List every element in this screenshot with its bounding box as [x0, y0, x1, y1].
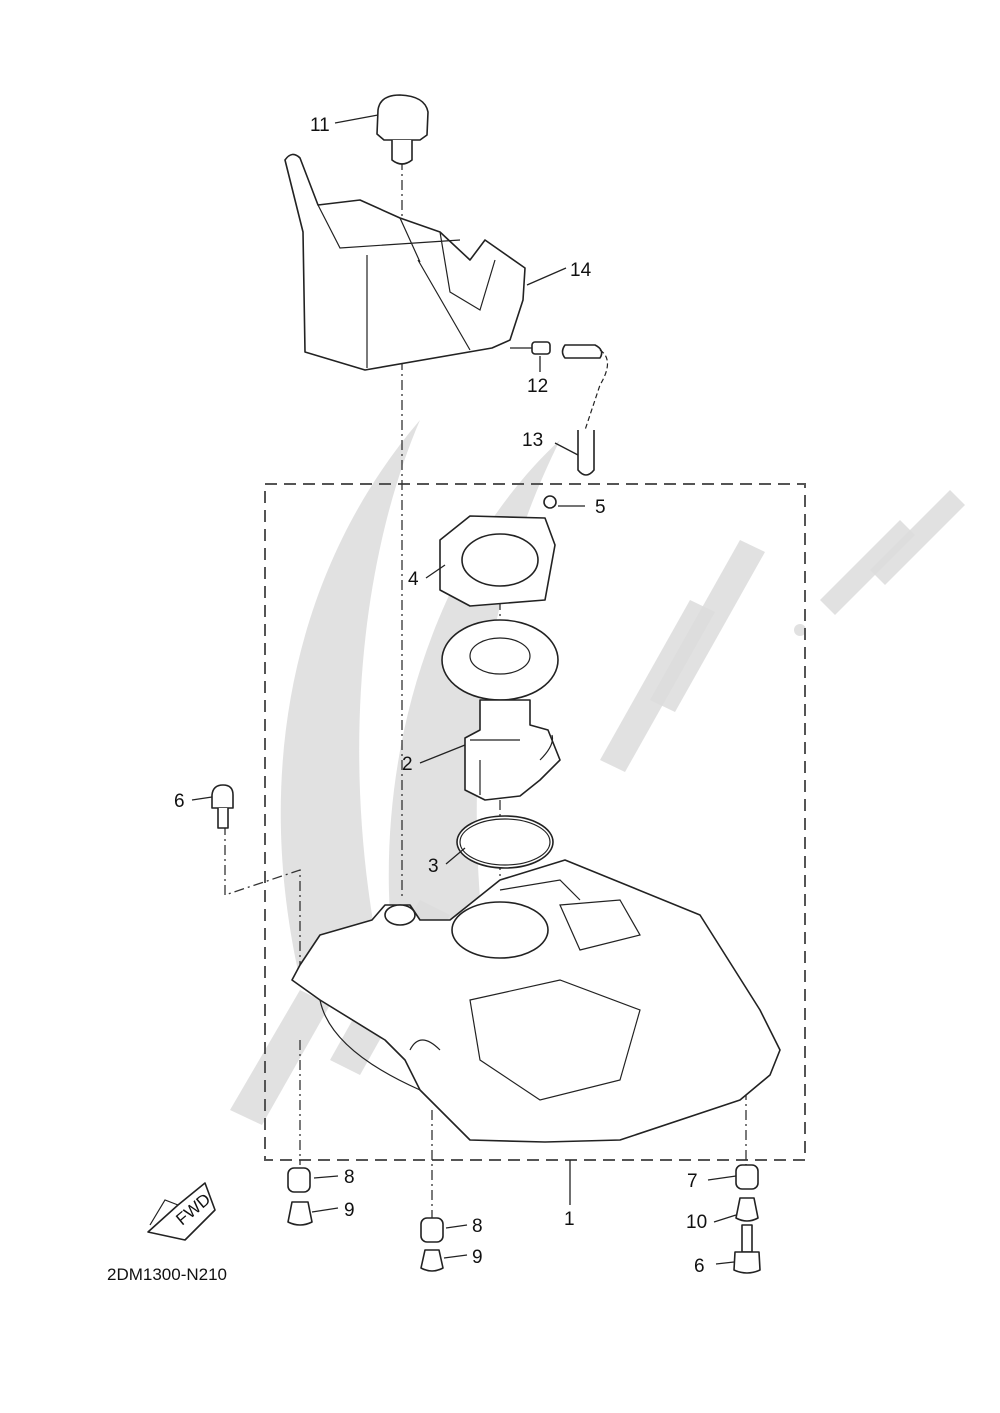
callout-3: 3	[428, 856, 439, 877]
hose-joint-part[interactable]	[510, 341, 551, 355]
callout-13: 13	[522, 430, 543, 451]
callout-8-center: 8	[472, 1216, 483, 1237]
leader-lines	[191, 114, 737, 1265]
callout-1: 1	[564, 1209, 575, 1230]
callout-labels: 11 14 12 13 5 4 2 3 6 1 7 8 9 8 9 10 6	[174, 115, 707, 1277]
callout-6-lower: 6	[694, 1256, 705, 1277]
damper-part[interactable]	[735, 1164, 759, 1190]
grommet-part[interactable]	[543, 495, 557, 509]
callout-14: 14	[570, 260, 592, 281]
damper-part[interactable]	[420, 1217, 444, 1243]
bolt-part[interactable]	[211, 784, 234, 829]
callout-9-left: 9	[344, 1200, 355, 1221]
alignment-line	[224, 825, 301, 980]
pump-gasket-part[interactable]	[439, 515, 556, 607]
damper-part[interactable]	[287, 1167, 311, 1193]
assembly-boundary	[264, 483, 806, 1161]
callout-6-upper: 6	[174, 791, 185, 812]
collar-part[interactable]	[420, 1249, 444, 1272]
watermark-logo	[230, 420, 965, 1125]
callout-2: 2	[402, 754, 413, 775]
forward-direction-arrow: FWD	[147, 1182, 216, 1241]
callout-7: 7	[687, 1171, 698, 1192]
bolt-part[interactable]	[733, 1224, 761, 1274]
breather-hose-part[interactable]	[561, 344, 609, 476]
diagram-code: 2DM1300-N210	[107, 1265, 227, 1284]
callout-8-left: 8	[344, 1167, 355, 1188]
fuel-pump-part[interactable]	[441, 619, 561, 801]
callout-4: 4	[408, 569, 419, 590]
callout-11: 11	[310, 115, 330, 136]
callout-5: 5	[595, 497, 606, 518]
callout-10: 10	[686, 1212, 707, 1233]
collar-part[interactable]	[287, 1201, 313, 1226]
collar-part[interactable]	[735, 1197, 759, 1222]
tank-cover-part[interactable]	[284, 153, 526, 371]
fuel-tank-part[interactable]	[291, 859, 781, 1143]
o-ring-part[interactable]	[456, 815, 554, 869]
callout-12: 12	[527, 376, 548, 397]
callout-9-center: 9	[472, 1247, 483, 1268]
fuel-cap-part[interactable]	[376, 94, 429, 165]
